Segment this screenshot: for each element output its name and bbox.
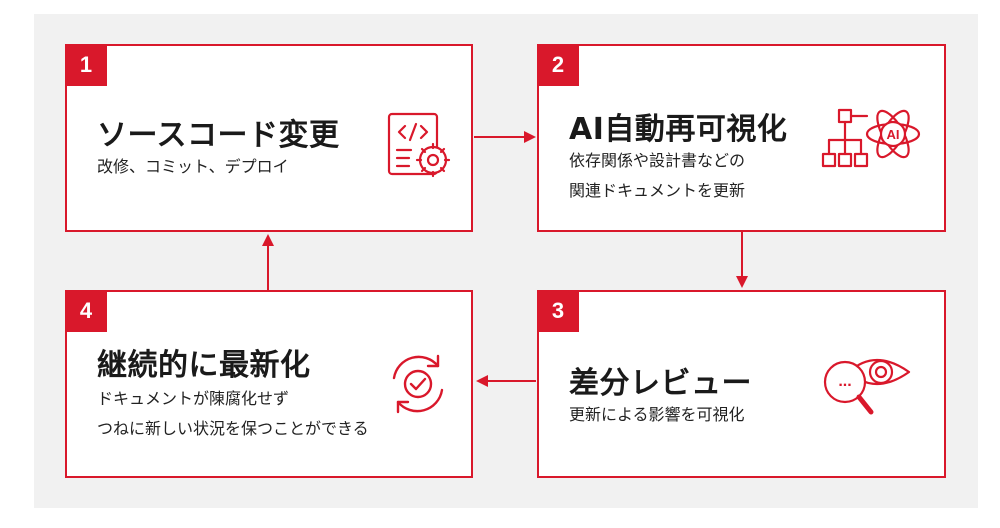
- step-title: 継続的に最新化: [97, 348, 311, 383]
- step-card-3: 3 差分レビュー 更新による影響を可視化 ...: [537, 290, 946, 478]
- ai-diagram-icon: AI: [821, 108, 921, 168]
- step-number-badge: 1: [65, 44, 107, 86]
- step-description: 改修、コミット、デプロイ: [97, 152, 289, 182]
- step-description-line: つねに新しい状況を保つことができる: [97, 419, 369, 438]
- eye-search-icon: ...: [823, 359, 911, 415]
- step-title: 差分レビュー: [569, 366, 752, 401]
- code-settings-icon: [387, 112, 451, 178]
- step-title: AI自動再可視化: [569, 112, 788, 147]
- icon-dots-label: ...: [838, 373, 851, 390]
- step-number-badge: 4: [65, 290, 107, 332]
- step-description-line: ドキュメントが陳腐化せず: [97, 389, 290, 408]
- step-card-4: 4 継続的に最新化 ドキュメントが陳腐化せず つねに新しい状況を保つことができる: [65, 290, 473, 478]
- step-description: 依存関係や設計書などの 関連ドキュメントを更新: [569, 146, 745, 206]
- icon-ai-label: AI: [887, 127, 900, 142]
- step-description: 更新による影響を可視化: [569, 400, 745, 430]
- step-description-line: 改修、コミット、デプロイ: [97, 157, 289, 176]
- step-description-line: 依存関係や設計書などの: [569, 151, 746, 170]
- arrow-3-to-4-head: [476, 375, 488, 387]
- step-description-line: 更新による影響を可視化: [569, 405, 745, 424]
- arrow-1-to-2-head: [524, 131, 536, 143]
- step-card-1: 1 ソースコード変更 改修、コミット、デプロイ: [65, 44, 473, 232]
- arrow-2-to-3-head: [736, 276, 748, 288]
- step-number-badge: 2: [537, 44, 579, 86]
- arrow-4-to-1-head: [262, 234, 274, 246]
- refresh-check-icon: [392, 354, 444, 414]
- step-card-2: 2 AI自動再可視化 依存関係や設計書などの 関連ドキュメントを更新 AI: [537, 44, 946, 232]
- step-title: ソースコード変更: [97, 118, 340, 153]
- step-description: ドキュメントが陳腐化せず つねに新しい状況を保つことができる: [97, 384, 369, 444]
- step-number-badge: 3: [537, 290, 579, 332]
- step-description-line: 関連ドキュメントを更新: [569, 181, 746, 200]
